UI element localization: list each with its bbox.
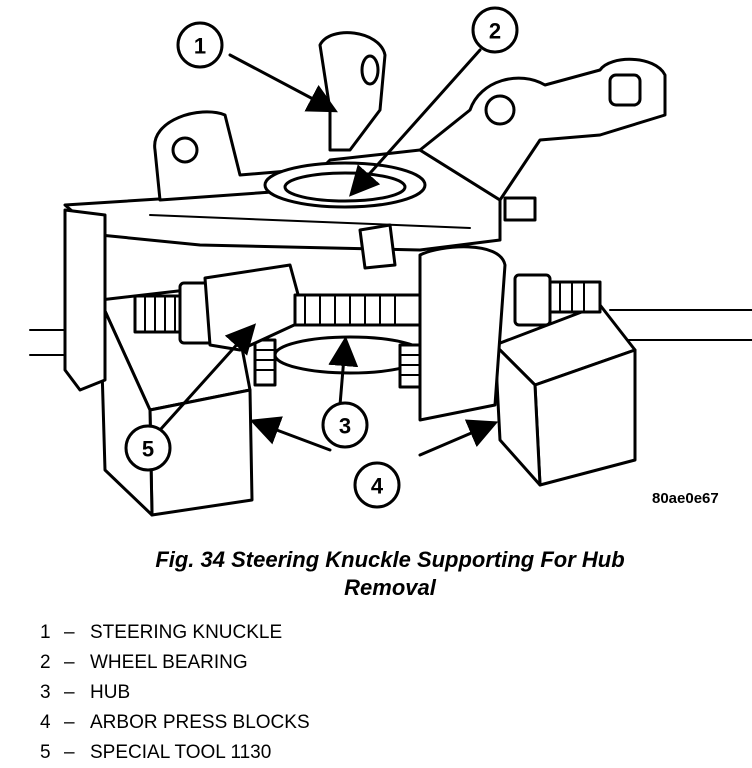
steering-knuckle	[63, 31, 667, 270]
legend-item: 1–STEERING KNUCKLE	[40, 618, 310, 648]
legend-number: 5	[40, 742, 51, 763]
legend-number: 4	[40, 712, 51, 733]
callout-3: 3	[321, 401, 369, 449]
hub-removal-illustration: 1 2 3 4 5	[29, 6, 752, 517]
legend-separator: –	[64, 712, 75, 733]
callout-4-number: 4	[371, 474, 384, 499]
callout-5: 5	[124, 424, 172, 472]
legend-separator: –	[64, 682, 75, 703]
callout-2-number: 2	[489, 19, 501, 44]
callout-5-number: 5	[142, 437, 154, 462]
legend-number: 3	[40, 682, 51, 703]
figure-id: 80ae0e67	[652, 490, 719, 507]
legend-separator: –	[64, 622, 75, 643]
callout-2: 2	[471, 6, 519, 54]
legend-separator: –	[64, 652, 75, 673]
legend: 1–STEERING KNUCKLE 2–WHEEL BEARING 3–HUB…	[40, 618, 310, 768]
special-tool-1130	[63, 196, 602, 422]
callout-1: 1	[176, 21, 224, 69]
caption-line-1: Fig. 34 Steering Knuckle Supporting For …	[155, 547, 625, 572]
legend-number: 1	[40, 622, 51, 643]
legend-label: STEERING KNUCKLE	[90, 622, 283, 643]
legend-label: WHEEL BEARING	[90, 652, 248, 673]
arbor-press-block-right	[493, 303, 637, 487]
legend-item: 3–HUB	[40, 678, 310, 708]
callout-3-number: 3	[339, 414, 351, 439]
figure-caption: Fig. 34 Steering Knuckle Supporting For …	[40, 546, 740, 602]
legend-number: 2	[40, 652, 51, 673]
legend-label: ARBOR PRESS BLOCKS	[90, 712, 310, 733]
hub	[253, 335, 427, 389]
legend-label: SPECIAL TOOL 1130	[90, 742, 272, 763]
leader-lines	[158, 48, 499, 457]
legend-item: 5–SPECIAL TOOL 1130	[40, 738, 310, 768]
callout-1-number: 1	[194, 34, 206, 59]
legend-label: HUB	[90, 682, 131, 703]
legend-item: 2–WHEEL BEARING	[40, 648, 310, 678]
legend-item: 4–ARBOR PRESS BLOCKS	[40, 708, 310, 738]
caption-line-2: Removal	[344, 575, 436, 600]
legend-separator: –	[64, 742, 75, 763]
callout-4: 4	[353, 461, 401, 509]
